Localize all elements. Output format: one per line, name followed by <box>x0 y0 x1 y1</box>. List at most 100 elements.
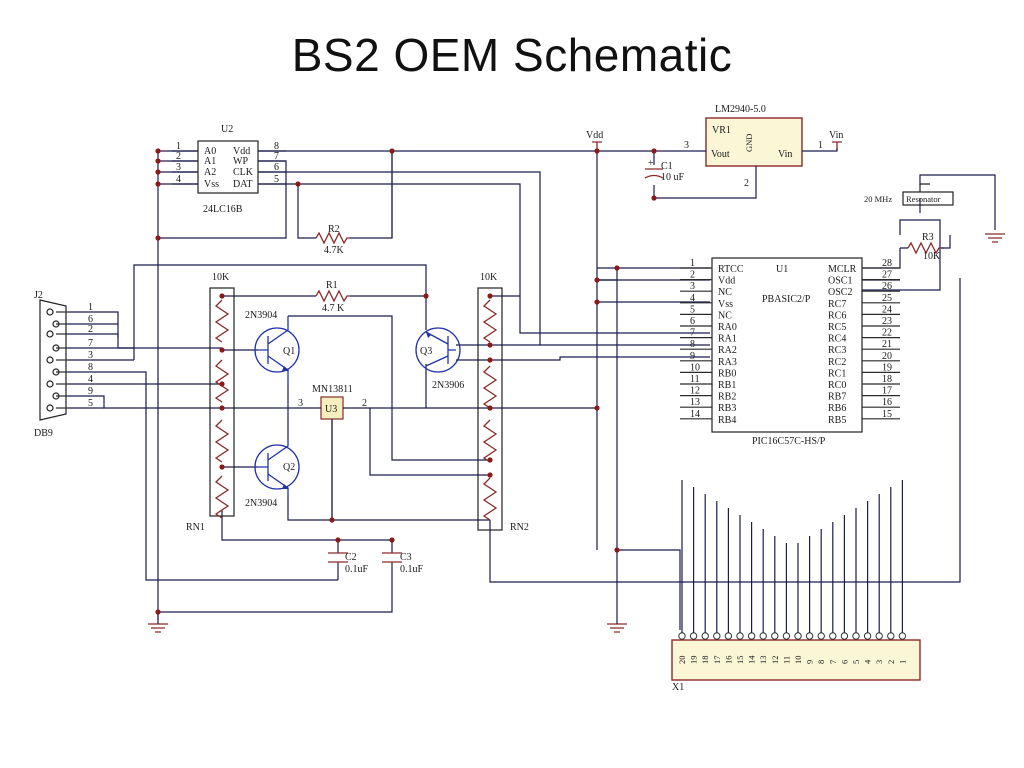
junction-dot <box>155 609 161 615</box>
u1-part: PIC16C57C-HS/P <box>752 436 826 447</box>
u1-right-pin-number: 22 <box>882 328 892 339</box>
u1-left-pin-name: RA3 <box>718 357 737 368</box>
u3-ref: U3 <box>325 404 337 415</box>
rn2-resistor-b <box>482 365 498 409</box>
x1-pin-hole <box>898 632 907 640</box>
u1-left-pin-number: 14 <box>690 409 700 420</box>
u1-right-pin-number: 21 <box>882 339 892 350</box>
junction-dot <box>219 347 225 353</box>
junction-dot <box>594 148 600 154</box>
x1-pin-number: 3 <box>874 660 884 664</box>
junction-dot <box>423 293 429 299</box>
u1-right-pin-number: 16 <box>882 397 892 408</box>
q3-transistor: Q3 2N3906 <box>415 327 464 391</box>
u1-right-pin-name: RC0 <box>828 380 846 391</box>
x1-pin-hole <box>759 632 767 640</box>
rn2-resistor-a <box>482 299 498 343</box>
junction-dot <box>389 537 395 543</box>
u2-left-pin-number: 4 <box>176 174 181 185</box>
rn1-resistor-d <box>214 475 230 519</box>
x1-pin-number: 7 <box>828 660 838 664</box>
junction-dot <box>219 381 225 387</box>
x1-pin-hole <box>678 632 686 640</box>
resonator-freq: 20 MHz <box>864 194 892 204</box>
u1-left-pin-name: NC <box>718 287 732 298</box>
u1-left-pin-name: RA0 <box>718 322 737 333</box>
u2-left-pin-name: A0 <box>204 146 216 157</box>
junction-dot <box>295 181 301 187</box>
q2-part: 2N3904 <box>245 498 277 509</box>
x1-pin-hole <box>794 632 802 640</box>
x1-pin-hole <box>875 632 883 640</box>
c1-plus: + <box>648 158 654 169</box>
q1-part: 2N3904 <box>245 310 277 321</box>
db9-pin-number: 9 <box>88 386 93 397</box>
u1-right-pin-name: RB5 <box>828 415 846 426</box>
r1-ref: R1 <box>326 280 338 291</box>
vr1-body <box>705 117 803 167</box>
vr1-vout: Vout <box>711 149 730 160</box>
junction-dot <box>155 169 161 175</box>
junction-dot <box>219 405 225 411</box>
u1-right-pin-number: 28 <box>882 258 892 269</box>
u1-name: PBASIC2/P <box>762 294 811 305</box>
ground-left <box>148 623 168 633</box>
junction-dot <box>155 235 161 241</box>
u1-left-pin-name: RB0 <box>718 368 736 379</box>
x1-pin-hole <box>771 632 779 640</box>
u1-right-pin-name: OSC1 <box>828 276 852 287</box>
u2-right-pin-number: 7 <box>274 151 279 162</box>
c3-capacitor: C3 0.1uF <box>382 552 424 575</box>
u2-right-pin-name: Vdd <box>233 146 250 157</box>
junction-dot <box>219 293 225 299</box>
rn1-resistor-a <box>214 299 230 343</box>
x1-pin-number: 5 <box>851 660 861 664</box>
slide-title: BS2 OEM Schematic <box>291 29 733 81</box>
u2-left-pin-name: Vss <box>204 179 219 190</box>
u2-left-pin-number: 1 <box>176 141 181 152</box>
x1-pin-number: 13 <box>758 656 768 665</box>
u2-right-pin-number: 5 <box>274 174 279 185</box>
vr1-pin2: 2 <box>744 178 749 189</box>
x1-pin-hole <box>887 632 895 640</box>
junction-dot <box>487 357 493 363</box>
resonator-body <box>902 191 954 206</box>
q1-transistor: Q1 2N3904 <box>245 310 300 386</box>
u3-part: MN13811 <box>312 384 353 395</box>
u1-left-pin-number: 9 <box>690 351 695 362</box>
r1-value: 4.7 K <box>322 303 345 314</box>
u2-left-pin-name: A1 <box>204 156 216 167</box>
x1-pin-number: 12 <box>770 656 780 665</box>
q2-transistor: Q2 2N3904 <box>245 440 300 509</box>
u1-microcontroller: U1 PBASIC2/P PIC16C57C-HS/P 1RTCC2Vdd3NC… <box>680 257 900 447</box>
x1-pin-number: 20 <box>677 656 687 665</box>
x1-pin-hole <box>840 632 849 640</box>
vr1-regulator: LM2940-5.0 VR1 Vout GND Vin 3 1 2 <box>684 104 823 189</box>
rn1-value: 10K <box>212 272 230 283</box>
u1-right-pin-name: RC4 <box>828 334 846 345</box>
u1-right-pin-name: RB6 <box>828 403 846 414</box>
r3-resistor: R3 10K <box>900 232 951 262</box>
db9-pin-number: 6 <box>88 314 93 325</box>
u1-right-pin-number: 20 <box>882 351 892 362</box>
junction-dot <box>487 405 493 411</box>
u2-left-pin-name: A2 <box>204 167 216 178</box>
c3-ref: C3 <box>400 552 412 563</box>
u1-right-pin-name: RC5 <box>828 322 846 333</box>
u1-left-pin-number: 11 <box>690 374 700 385</box>
u1-right-pin-number: 17 <box>882 386 892 397</box>
u1-left-pin-number: 2 <box>690 270 695 281</box>
c1-capacitor: C1 10 uF + <box>644 158 685 183</box>
vr1-gnd: GND <box>744 134 754 152</box>
rn2-resistor-d <box>482 477 498 521</box>
u2-right-pin-name: CLK <box>233 167 254 178</box>
u1-left-pin-name: RTCC <box>718 264 744 275</box>
u1-left-pin-number: 1 <box>690 258 695 269</box>
x1-pin-hole <box>724 632 733 640</box>
u1-left-pin-number: 5 <box>690 304 695 315</box>
wires <box>68 148 996 630</box>
x1-pin-number: 8 <box>816 660 826 664</box>
x1-pin-hole <box>863 632 872 640</box>
